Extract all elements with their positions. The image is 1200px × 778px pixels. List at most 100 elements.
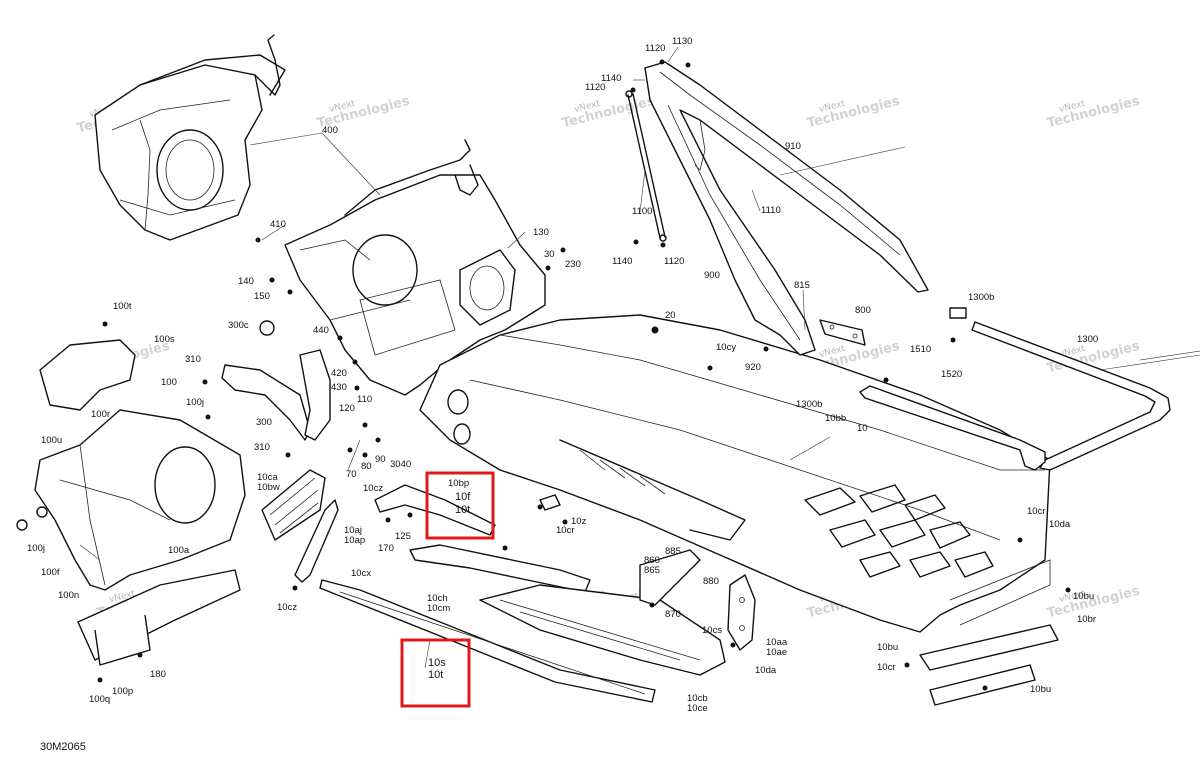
part-label: 10br — [1077, 614, 1096, 625]
part-label: 815 — [794, 280, 810, 291]
part-label: 100j — [186, 397, 204, 408]
part-label: 125 — [395, 531, 411, 542]
part-label: 1520 — [941, 369, 962, 380]
part-label: 430 — [331, 382, 347, 393]
fastener-dots — [97, 59, 1071, 691]
bracket-880 — [639, 549, 701, 606]
part-label: 860 — [644, 555, 660, 566]
part-label: 1300b — [968, 292, 994, 303]
part-label: 100j — [27, 543, 45, 554]
part-label: 400 — [322, 125, 338, 136]
part-label: 10da — [1049, 519, 1071, 530]
part-label: 885 — [665, 546, 681, 557]
bumper-1300 — [859, 307, 1171, 471]
leader-lines — [79, 46, 1200, 669]
part-label: 10aj — [344, 525, 362, 536]
part-label: 420 — [331, 368, 347, 379]
part-label: 1140 — [612, 256, 632, 267]
part-label: 100s — [154, 334, 175, 345]
bracket-100n — [77, 569, 241, 666]
detail-frame-400 — [94, 34, 286, 241]
part-label: 1300b — [796, 399, 822, 410]
part-label: 1120 — [585, 82, 605, 93]
part-label: 10ch — [427, 593, 448, 604]
part-label-highlighted: 10f — [455, 491, 471, 503]
part-label: 1140 — [601, 73, 621, 84]
part-label: 300 — [256, 417, 272, 428]
bracket-10aj — [294, 499, 339, 583]
part-label: 870 — [665, 609, 681, 620]
part-label: 10bu — [1073, 591, 1094, 602]
part-label: 410 — [270, 219, 286, 230]
part-label: 10cy — [716, 342, 736, 353]
part-label: 10 — [857, 423, 868, 434]
part-label: 150 — [254, 291, 270, 302]
part-label: 100t — [113, 301, 132, 312]
part-label: 10bp — [448, 478, 469, 489]
part-label: 10cs — [702, 625, 722, 636]
part-label: 100a — [168, 545, 190, 556]
part-label: 10cz — [277, 602, 297, 613]
part-label: 900 — [704, 270, 720, 281]
part-label: 30 — [544, 249, 555, 260]
part-label: 1120 — [664, 256, 684, 267]
part-label: 70 — [346, 469, 357, 480]
highlight-box-10s-10t — [400, 638, 471, 708]
part-label: 910 — [785, 141, 801, 152]
part-label: 10da — [755, 665, 777, 676]
part-label: 10cr — [556, 525, 574, 536]
part-label: 300c — [228, 320, 249, 331]
left-frame-100 — [16, 339, 246, 591]
part-label: 10ae — [766, 647, 787, 658]
part-label: 3040 — [390, 459, 411, 470]
part-label: 920 — [745, 362, 761, 373]
part-label: 1110 — [761, 205, 781, 216]
part-label: 440 — [313, 325, 329, 336]
grille-10ca — [261, 469, 326, 541]
part-label: 10z — [571, 516, 587, 527]
part-label: 90 — [375, 454, 386, 465]
part-label: 10ap — [344, 535, 365, 546]
part-label: 140 — [238, 276, 254, 287]
part-label: 10ce — [687, 703, 708, 714]
part-label: 10aa — [766, 637, 788, 648]
part-label: 10cz — [363, 483, 383, 494]
part-label-highlighted: 10s — [428, 657, 446, 669]
part-label: 880 — [703, 576, 719, 587]
part-label: 100p — [112, 686, 133, 697]
part-label: 800 — [855, 305, 871, 316]
rail-900-910 — [644, 61, 929, 356]
rod-1100 — [625, 90, 667, 242]
part-label: 110 — [357, 394, 372, 405]
rail-10br — [919, 624, 1059, 706]
bracket-300 — [221, 320, 331, 441]
part-label: 100f — [41, 567, 60, 578]
part-labels: 1130 1120 1140 1120 900 910 1100 1110 11… — [27, 36, 1098, 714]
part-label: 180 — [150, 669, 166, 680]
part-drawings — [16, 34, 1171, 706]
highlight-box-10f-10t — [425, 471, 495, 540]
diagram-code: 30M2065 — [40, 741, 86, 753]
part-label: 10bw — [257, 482, 280, 493]
part-label: 100r — [91, 409, 110, 420]
bracket-800 — [819, 319, 866, 346]
part-label: 10cb — [687, 693, 708, 704]
part-label: 865 — [644, 565, 660, 576]
front-frame-main — [284, 139, 546, 396]
part-label: 1120 — [645, 43, 665, 54]
part-label: 10bu — [877, 642, 898, 653]
part-label: 1130 — [672, 36, 692, 47]
part-label: 170 — [378, 543, 394, 554]
part-label: 120 — [339, 403, 355, 414]
part-label-highlighted: 10t — [428, 669, 443, 681]
part-label: 310 — [185, 354, 201, 365]
part-label: 10bu — [1030, 684, 1051, 695]
part-label: 1100 — [632, 206, 652, 217]
strip-10s — [319, 579, 656, 703]
part-label: 10cr — [877, 662, 895, 673]
part-label: 130 — [533, 227, 549, 238]
part-label: 100u — [41, 435, 62, 446]
running-board-10ch — [409, 544, 726, 676]
part-label: 1510 — [910, 344, 931, 355]
